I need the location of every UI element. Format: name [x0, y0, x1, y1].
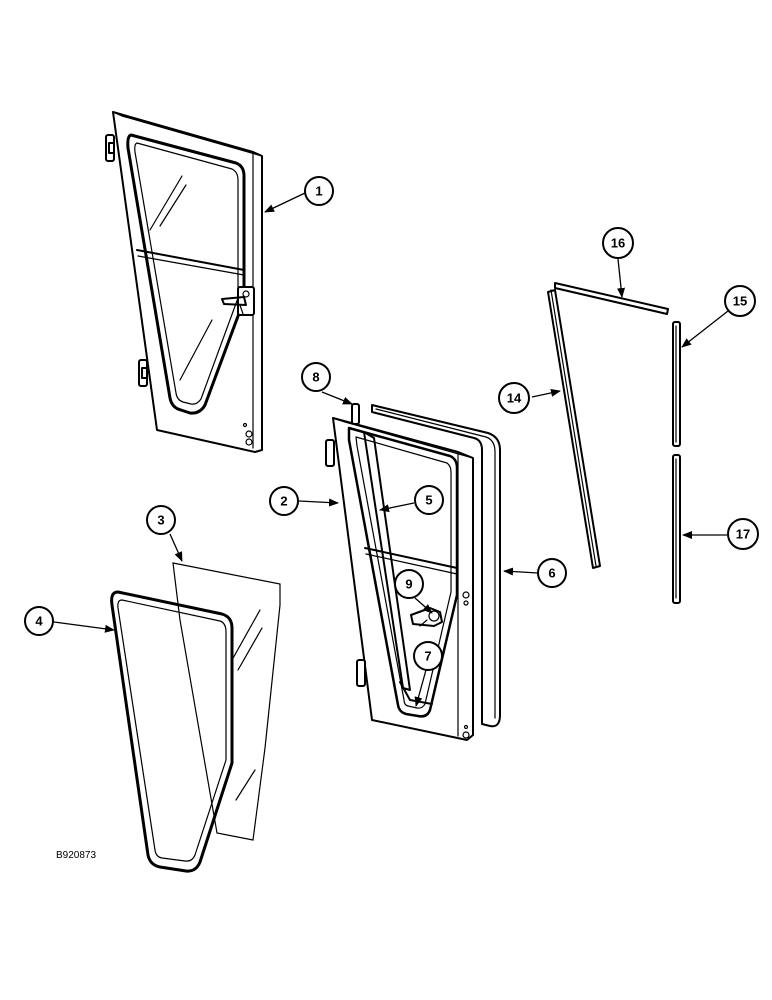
svg-text:4: 4	[35, 614, 43, 629]
glass-seal	[110, 590, 234, 873]
frame-strip	[363, 431, 411, 691]
svg-text:17: 17	[736, 527, 750, 542]
leader-lines	[53, 192, 729, 707]
figure-id: B920873	[56, 850, 96, 861]
callout-1: 1	[304, 176, 334, 206]
svg-text:3: 3	[157, 513, 164, 528]
seal-strip-16	[554, 282, 669, 315]
callout-4: 4	[24, 606, 54, 636]
door-assembly	[105, 111, 263, 453]
seal-strip-15	[672, 321, 681, 447]
svg-text:6: 6	[548, 566, 555, 581]
seal-strip-14	[547, 289, 601, 569]
svg-text:16: 16	[611, 236, 625, 251]
callout-6: 6	[537, 558, 567, 588]
callout-7: 7	[413, 641, 443, 671]
svg-text:5: 5	[425, 493, 432, 508]
callout-17: 17	[727, 518, 759, 550]
callout-5: 5	[414, 485, 444, 515]
perimeter-seal	[371, 404, 501, 728]
svg-text:9: 9	[405, 577, 412, 592]
seal-strip-17	[672, 454, 681, 604]
svg-text:2: 2	[280, 494, 287, 509]
callout-2: 2	[269, 486, 299, 516]
callout-9: 9	[394, 569, 424, 599]
svg-text:7: 7	[424, 649, 431, 664]
callout-15: 15	[724, 285, 756, 317]
seal-piece-8	[351, 403, 360, 425]
svg-text:1: 1	[315, 184, 322, 199]
svg-text:14: 14	[507, 391, 522, 406]
callout-16: 16	[602, 227, 634, 259]
callout-3: 3	[146, 505, 176, 535]
callout-8: 8	[301, 362, 331, 392]
svg-text:8: 8	[312, 370, 319, 385]
callout-14: 14	[498, 382, 530, 414]
svg-text:15: 15	[733, 294, 747, 309]
